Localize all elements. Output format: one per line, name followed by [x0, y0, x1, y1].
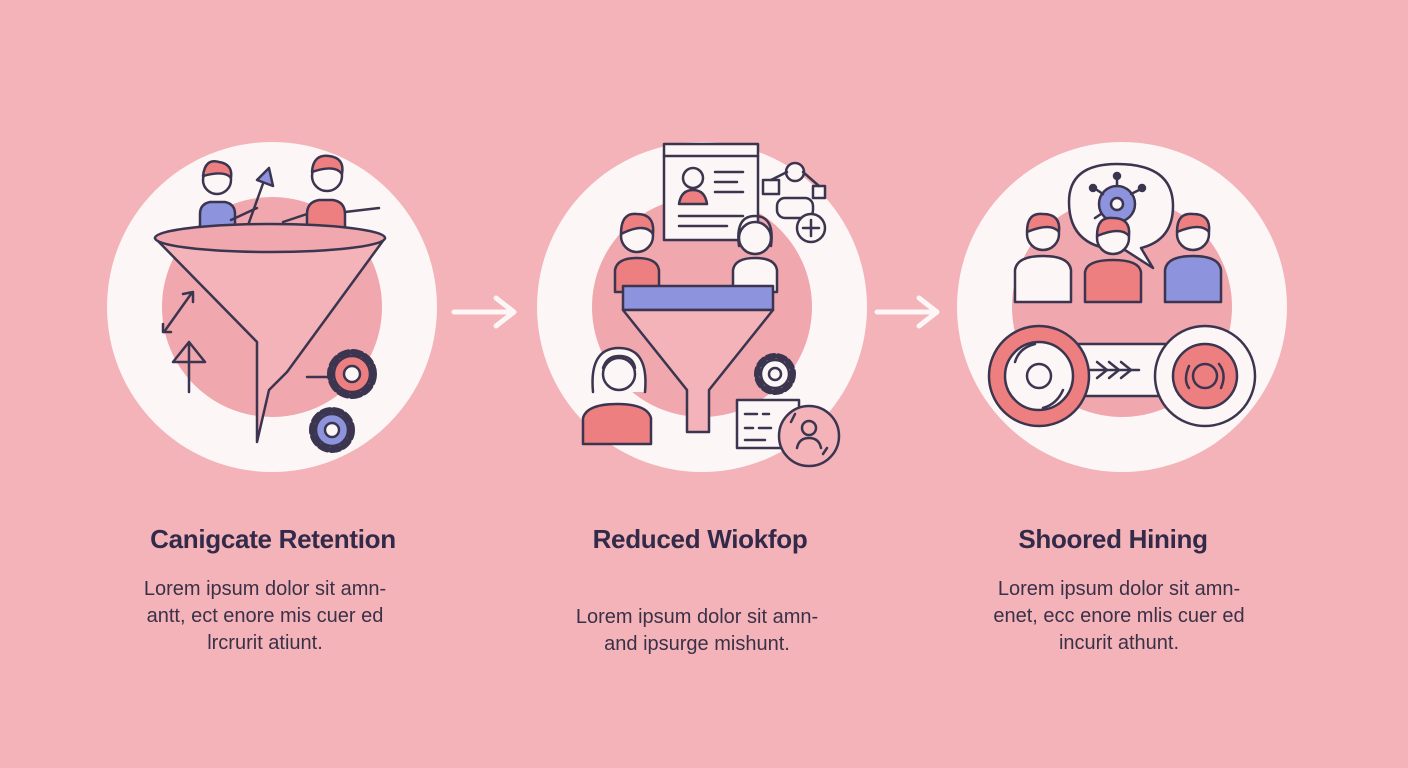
- step-1-desc-line: antt, ect enore mis cuer ed: [146, 605, 384, 627]
- gear-icon: [754, 353, 796, 395]
- step-2-description: Lorem ipsum dolor sit amn- and ipsurge m…: [517, 604, 877, 658]
- step-1-illustration: [107, 142, 437, 472]
- step-1-desc-line: Lorem ipsum dolor sit amn-: [143, 578, 387, 600]
- step-3-title: Shoored Hining: [1018, 524, 1208, 554]
- step-2-illustration: [537, 142, 867, 472]
- speech-bubble-icon: [1067, 162, 1175, 270]
- gear-icon: [305, 349, 377, 399]
- step-3-artwork: [987, 162, 1257, 428]
- growth-arrow-icon: [245, 166, 275, 230]
- add-user-icon: [795, 212, 827, 244]
- funnel-icon: [153, 222, 387, 444]
- person-icon: [281, 154, 381, 254]
- step-3-illustration: [957, 142, 1287, 472]
- profile-card-icon: [662, 142, 760, 242]
- arrow-icon: [161, 290, 207, 394]
- person-icon: [731, 214, 779, 294]
- step-3-desc-line: incurit athunt.: [1058, 632, 1180, 654]
- step-1-description: Lorem ipsum dolor sit amn- antt, ect eno…: [85, 576, 445, 657]
- step-3-desc-line: enet, ecc enore mlis cuer ed: [993, 605, 1245, 627]
- step-3-desc-line: Lorem ipsum dolor sit amn-: [997, 578, 1241, 600]
- arrow-right-icon: [451, 295, 517, 329]
- funnel-icon: [621, 284, 775, 434]
- cycle-icon: [1153, 324, 1257, 428]
- cycle-icon: [987, 324, 1091, 428]
- person-icon: [613, 212, 661, 294]
- network-icon: [761, 161, 827, 220]
- step-2-title: Reduced Wiokfop: [592, 524, 808, 554]
- step-2-desc-line: and ipsurge mishunt.: [604, 633, 790, 655]
- step-1-title: Canigcate Retention: [150, 524, 396, 554]
- team-icon: [1013, 212, 1223, 304]
- refresh-user-icon: [777, 404, 841, 468]
- step-1-artwork: [153, 154, 387, 453]
- step-2-artwork: [581, 142, 841, 468]
- gear-icon: [309, 407, 355, 453]
- step-3-description: Lorem ipsum dolor sit amn- enet, ecc eno…: [939, 576, 1299, 657]
- step-2-desc-line: Lorem ipsum dolor sit amn-: [575, 606, 819, 628]
- person-icon: [581, 346, 653, 446]
- step-1-desc-line: lrcrurit atiunt.: [207, 632, 323, 654]
- arrow-right-icon: [874, 295, 940, 329]
